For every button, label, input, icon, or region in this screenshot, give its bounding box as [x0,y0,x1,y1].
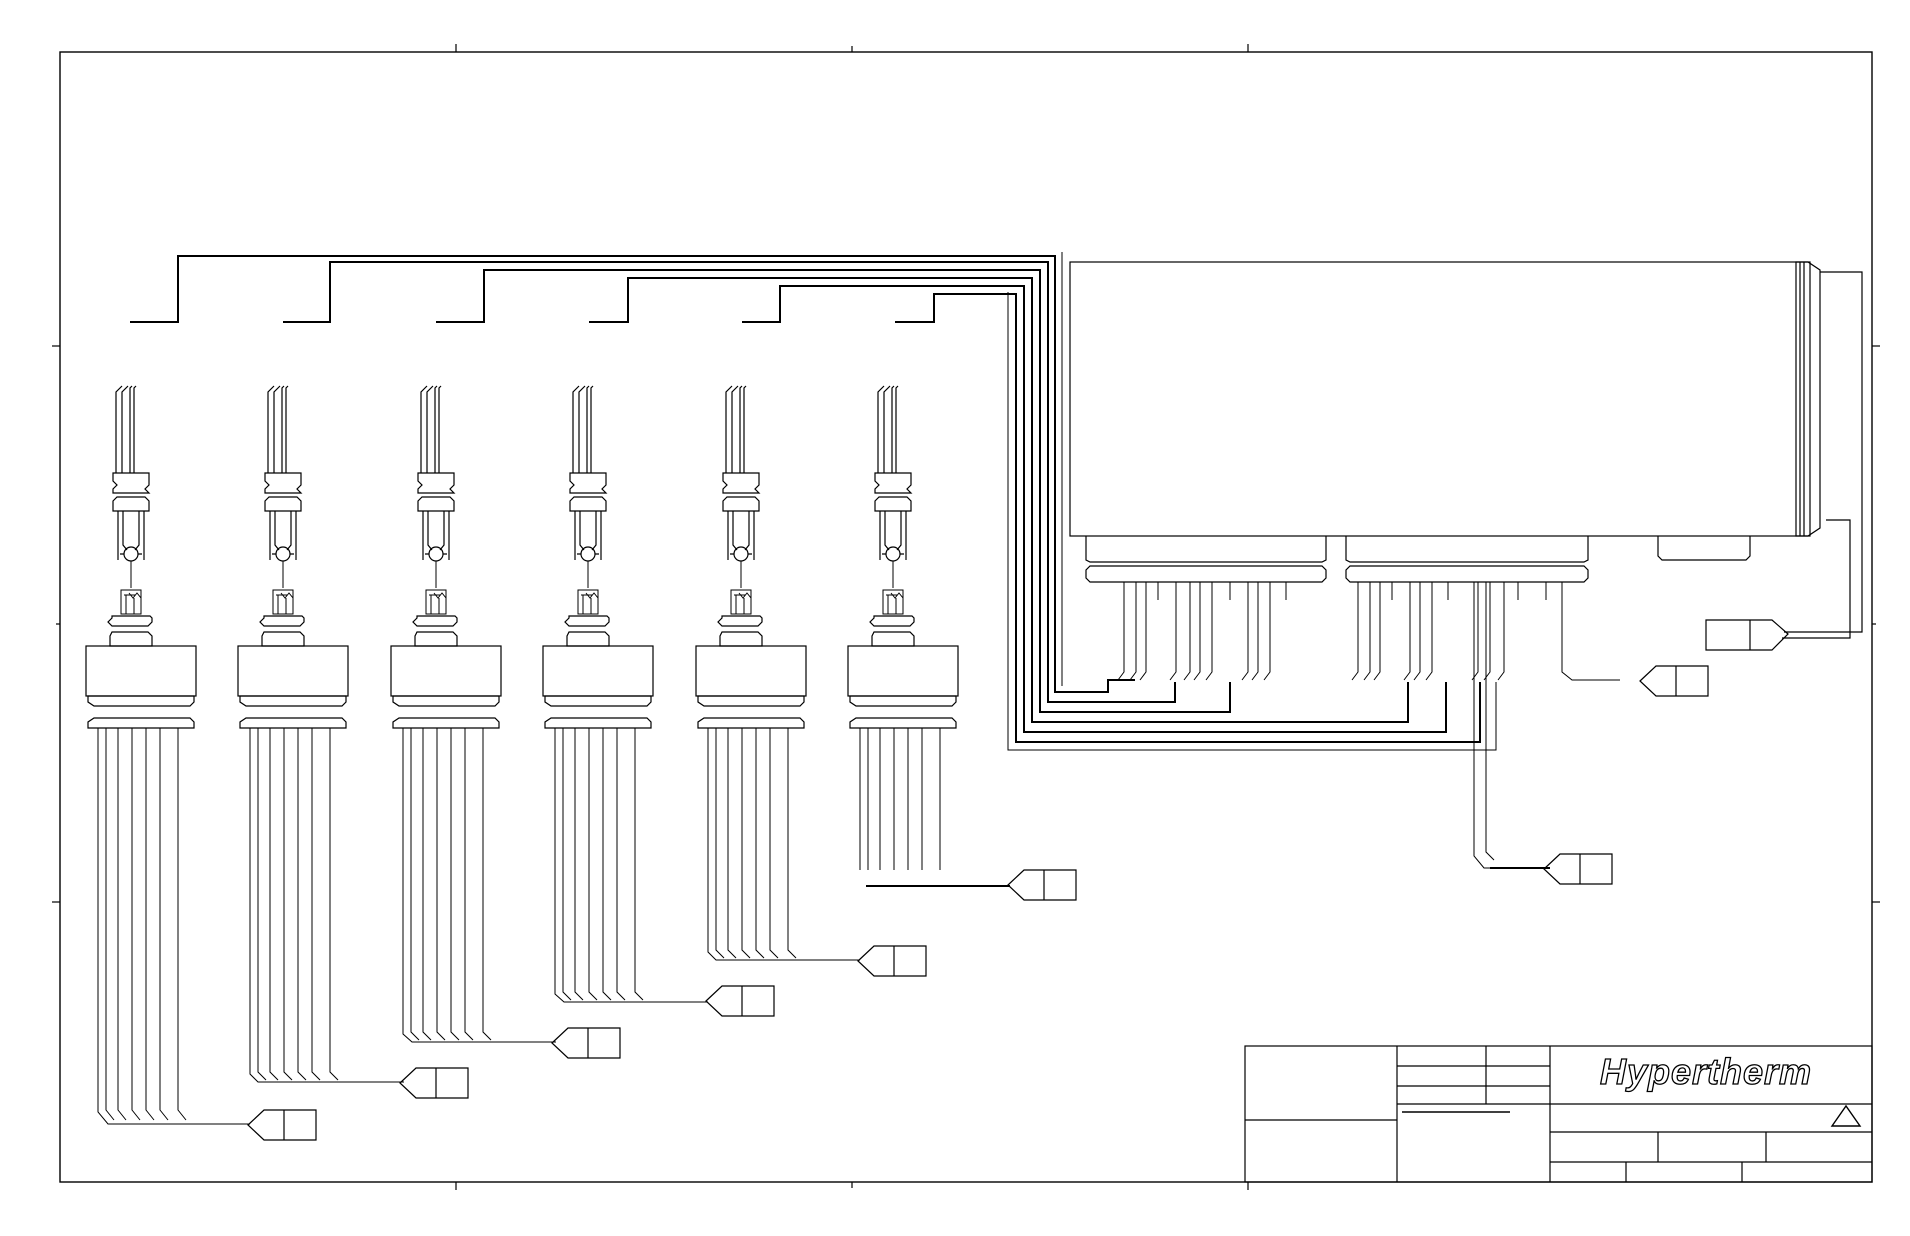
top-harness-lines [130,255,1481,743]
wire-bundle-4 [554,840,708,1003]
brand-logo: Hypertherm [1600,1051,1812,1092]
controller-board [1069,261,1863,639]
connector-1-wires [1117,582,1287,681]
controller-connector-1 [1085,536,1327,583]
connector-2-wires [1351,582,1620,681]
controller-connector-2 [1345,536,1589,583]
channel-3 [390,385,502,841]
triangle-revision-icon [1830,1104,1862,1127]
offpage-connector-1 [247,1109,317,1141]
offpage-connector-4 [705,985,775,1017]
controller-connector-3 [1657,536,1751,561]
offpage-connector-9 [1705,619,1789,651]
offpage-connector-3 [551,1027,621,1059]
title-block [1244,1045,1873,1183]
offpage-connector-6 [1007,869,1077,901]
offpage-connector-2 [399,1067,469,1099]
connector-2-drop [1473,582,1546,869]
channel-5 [695,385,807,841]
wire-bundle-2 [249,840,404,1083]
top-harness-thin [1007,252,1497,751]
channel-1 [85,385,197,841]
offpage-connector-5 [857,945,927,977]
channel-6 [847,385,959,841]
channel-4 [542,385,654,841]
frame-tick-marks [52,44,1880,1190]
wire-bundle-1 [97,840,250,1125]
offpage-connector-8 [1543,853,1613,885]
drawing-border [59,51,1873,1183]
wire-bundle-6 [859,840,941,870]
wire-bundle-5 [707,840,860,961]
channel-2 [237,385,349,841]
wire-bundle-3 [402,840,556,1043]
offpage-connector-7 [1639,665,1709,697]
